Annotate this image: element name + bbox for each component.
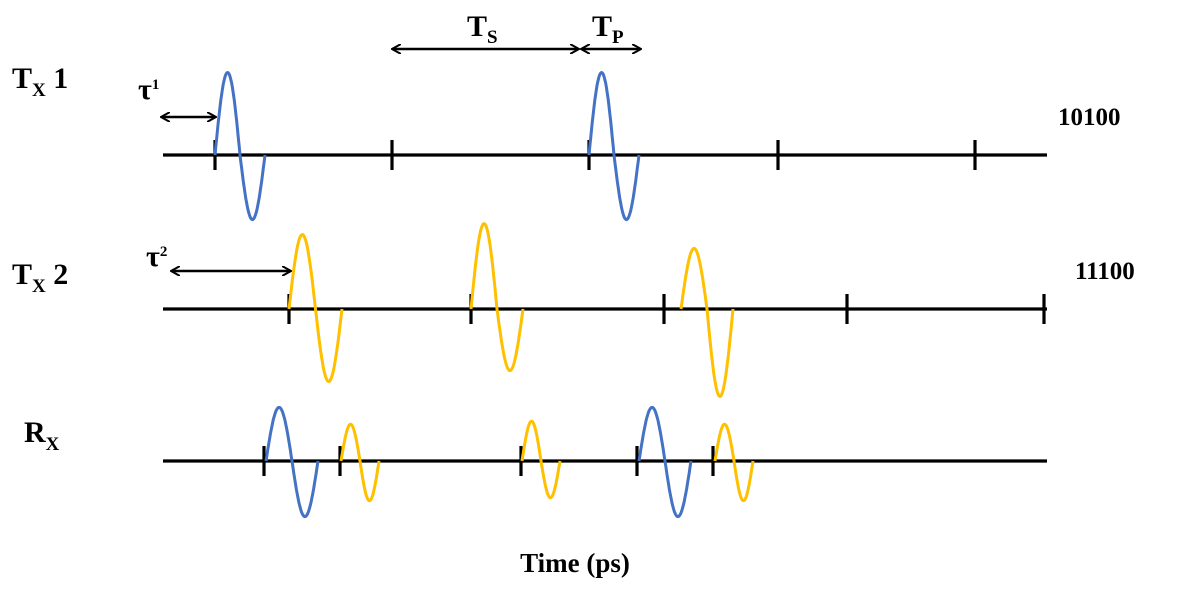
rx-pulse-tx2-3: [713, 422, 755, 503]
tx2-label: TX 2: [12, 258, 68, 297]
tx2-pulse-2: [469, 222, 525, 373]
tx1-pulse-2: [587, 71, 641, 222]
tau1-label: τ1: [138, 73, 159, 106]
x-axis-title: Time (ps): [520, 548, 630, 578]
tau2-label: τ2: [146, 240, 167, 273]
rx-ticks: [262, 446, 715, 476]
tx1-label: TX 1: [12, 62, 68, 101]
tx2-pulse-1: [287, 233, 344, 383]
rx-pulse-tx1-2: [637, 405, 693, 519]
tp-label: TP: [592, 10, 624, 48]
rx-pulse-tx2-1: [339, 422, 381, 503]
tx2-code: 11100: [1075, 258, 1135, 285]
rx-pulse-tx1-1: [264, 405, 320, 519]
pulses: [213, 71, 755, 519]
rx-pulse-tx2-2: [520, 419, 562, 500]
tx2-pulse-3: [679, 246, 735, 398]
tx1-code: 10100: [1058, 104, 1121, 131]
tx1-pulse-1: [213, 71, 267, 222]
ts-label: TS: [467, 10, 498, 48]
rx-label: RX: [24, 416, 60, 455]
